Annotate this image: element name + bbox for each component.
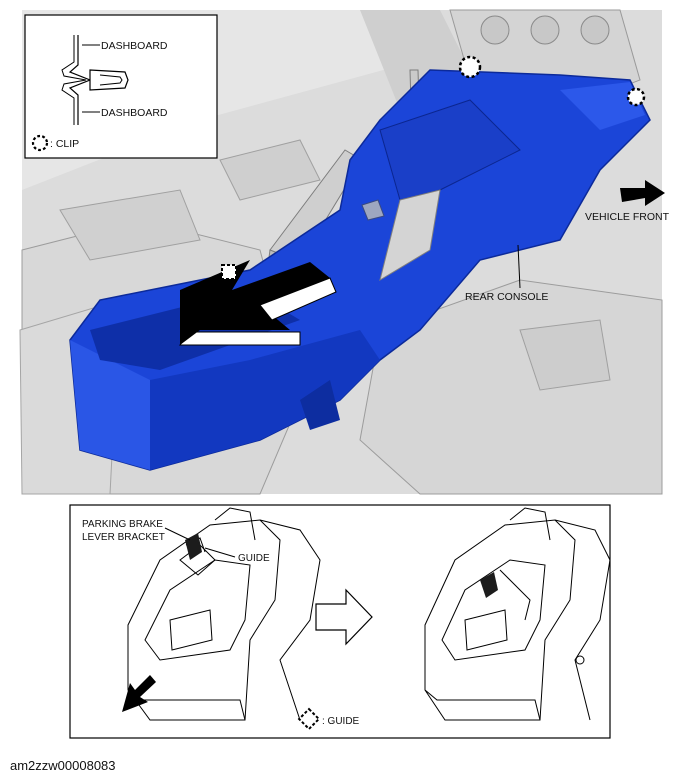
detail-bracket-after	[480, 572, 498, 598]
clip-legend-icon	[31, 134, 49, 152]
guide-marker	[221, 264, 237, 280]
vehicle-front-arrow	[620, 180, 665, 206]
detail-console-after	[424, 507, 611, 721]
clip-legend-box: DASHBOARD DASHBOARD : CLIP	[24, 14, 218, 159]
guide-legend-label: : GUIDE	[322, 716, 360, 727]
guide-label: GUIDE	[238, 553, 270, 564]
clip-legend-label: : CLIP	[50, 138, 79, 150]
rear-console-callout: REAR CONSOLE	[465, 244, 548, 303]
guide-legend-icon	[297, 707, 321, 731]
dashboard-bottom-label: DASHBOARD	[101, 107, 168, 119]
rear-console-label: REAR CONSOLE	[465, 291, 548, 303]
vehicle-front-indicator: VEHICLE FRONT	[585, 180, 670, 223]
figure-code: am2zzw00008083	[10, 758, 116, 773]
detail-figure: PARKING BRAKE LEVER BRACKET GUIDE : GUID…	[69, 504, 611, 739]
dashboard-top-label: DASHBOARD	[101, 40, 168, 52]
parking-brake-label-line2: LEVER BRACKET	[82, 532, 165, 543]
removal-direction-arrow	[178, 260, 337, 346]
parking-brake-label-line1: PARKING BRAKE	[82, 519, 163, 530]
detail-pull-arrow	[122, 675, 156, 712]
vehicle-front-label: VEHICLE FRONT	[585, 211, 670, 223]
transition-arrow	[315, 588, 373, 646]
clip-markers	[221, 55, 646, 280]
